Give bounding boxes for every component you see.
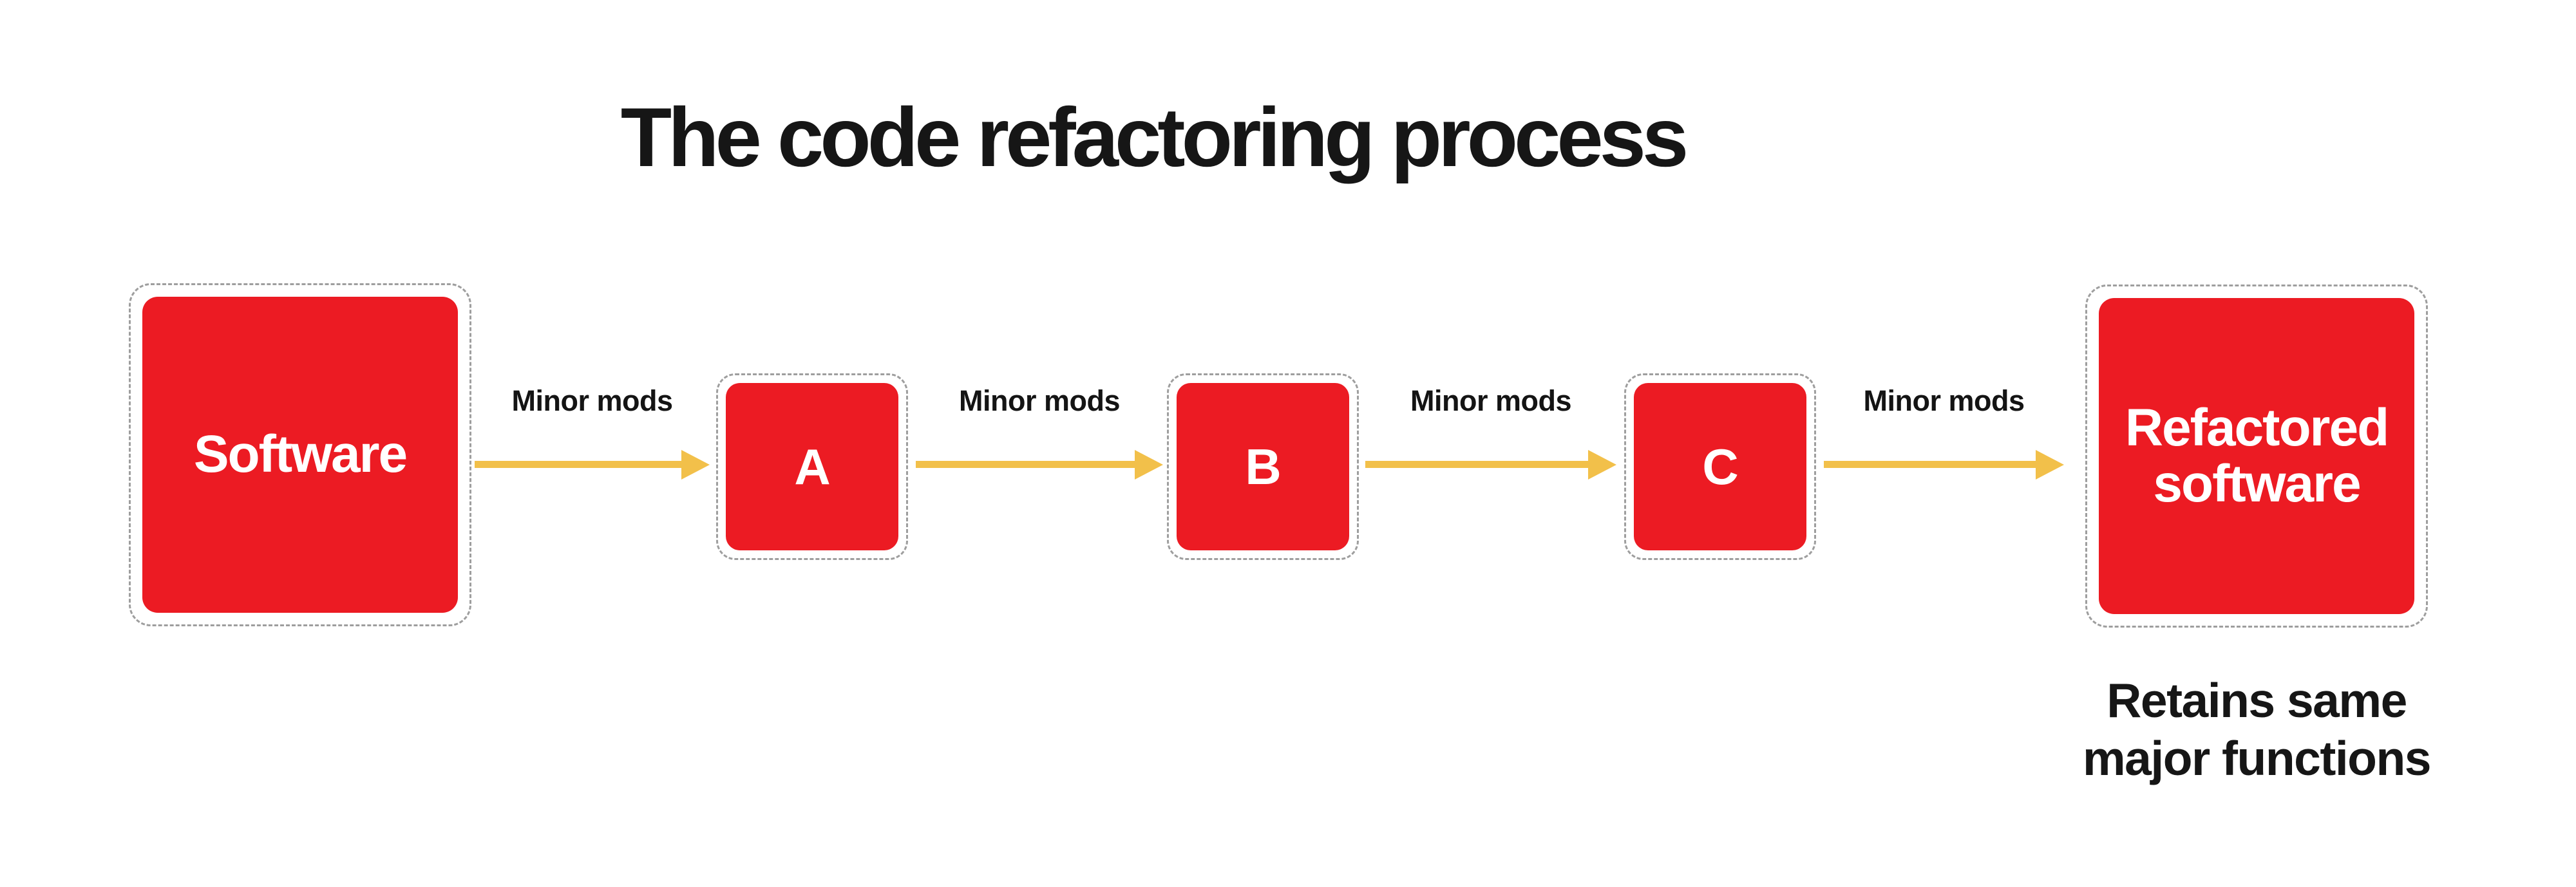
connector-software-to-a: Minor mods [475,360,710,489]
minor-mods-label-4: Minor mods [1863,384,2025,417]
minor-mods-label-1: Minor mods [511,384,674,417]
arrow-head-icon-4 [2036,450,2064,480]
node-step-b: B [1167,373,1359,560]
arrow-head-icon-2 [1135,450,1163,480]
arrow-shaft-3 [1365,461,1591,468]
result-caption-line1: Retains same [2107,673,2407,727]
refactored-label-line2: software [2153,454,2361,513]
software-box-label: Software [193,425,408,484]
arrow-shaft-1 [475,461,684,468]
step-c-label: C [1702,438,1738,495]
connector-a-to-b: Minor mods [916,360,1163,489]
step-a-box: A [726,383,898,550]
minor-mods-label-2: Minor mods [959,384,1121,417]
refactored-software-box: Refactored software [2099,298,2414,614]
node-step-a: A [716,373,908,560]
step-b-label: B [1245,438,1281,495]
connector-b-to-c: Minor mods [1365,360,1616,489]
refactored-label-line1: Refactored [2125,398,2389,457]
connector-c-to-refactored: Minor mods [1824,360,2064,489]
result-caption-line2: major functions [2082,731,2432,785]
arrow-head-icon-1 [681,450,710,480]
software-box: Software [142,297,458,613]
node-step-c: C [1624,373,1816,560]
page-title: The code refactoring process [620,90,1689,184]
arrow-shaft-2 [916,461,1137,468]
step-a-label: A [794,438,830,495]
node-refactored-software: Refactored software [2085,285,2428,628]
arrow-shaft-4 [1824,461,2038,468]
step-b-box: B [1177,383,1349,550]
result-caption: Retains same major functions [2031,671,2482,787]
node-software: Software [129,283,471,626]
minor-mods-label-3: Minor mods [1410,384,1572,417]
arrow-head-icon-3 [1588,450,1616,480]
step-c-box: C [1634,383,1806,550]
